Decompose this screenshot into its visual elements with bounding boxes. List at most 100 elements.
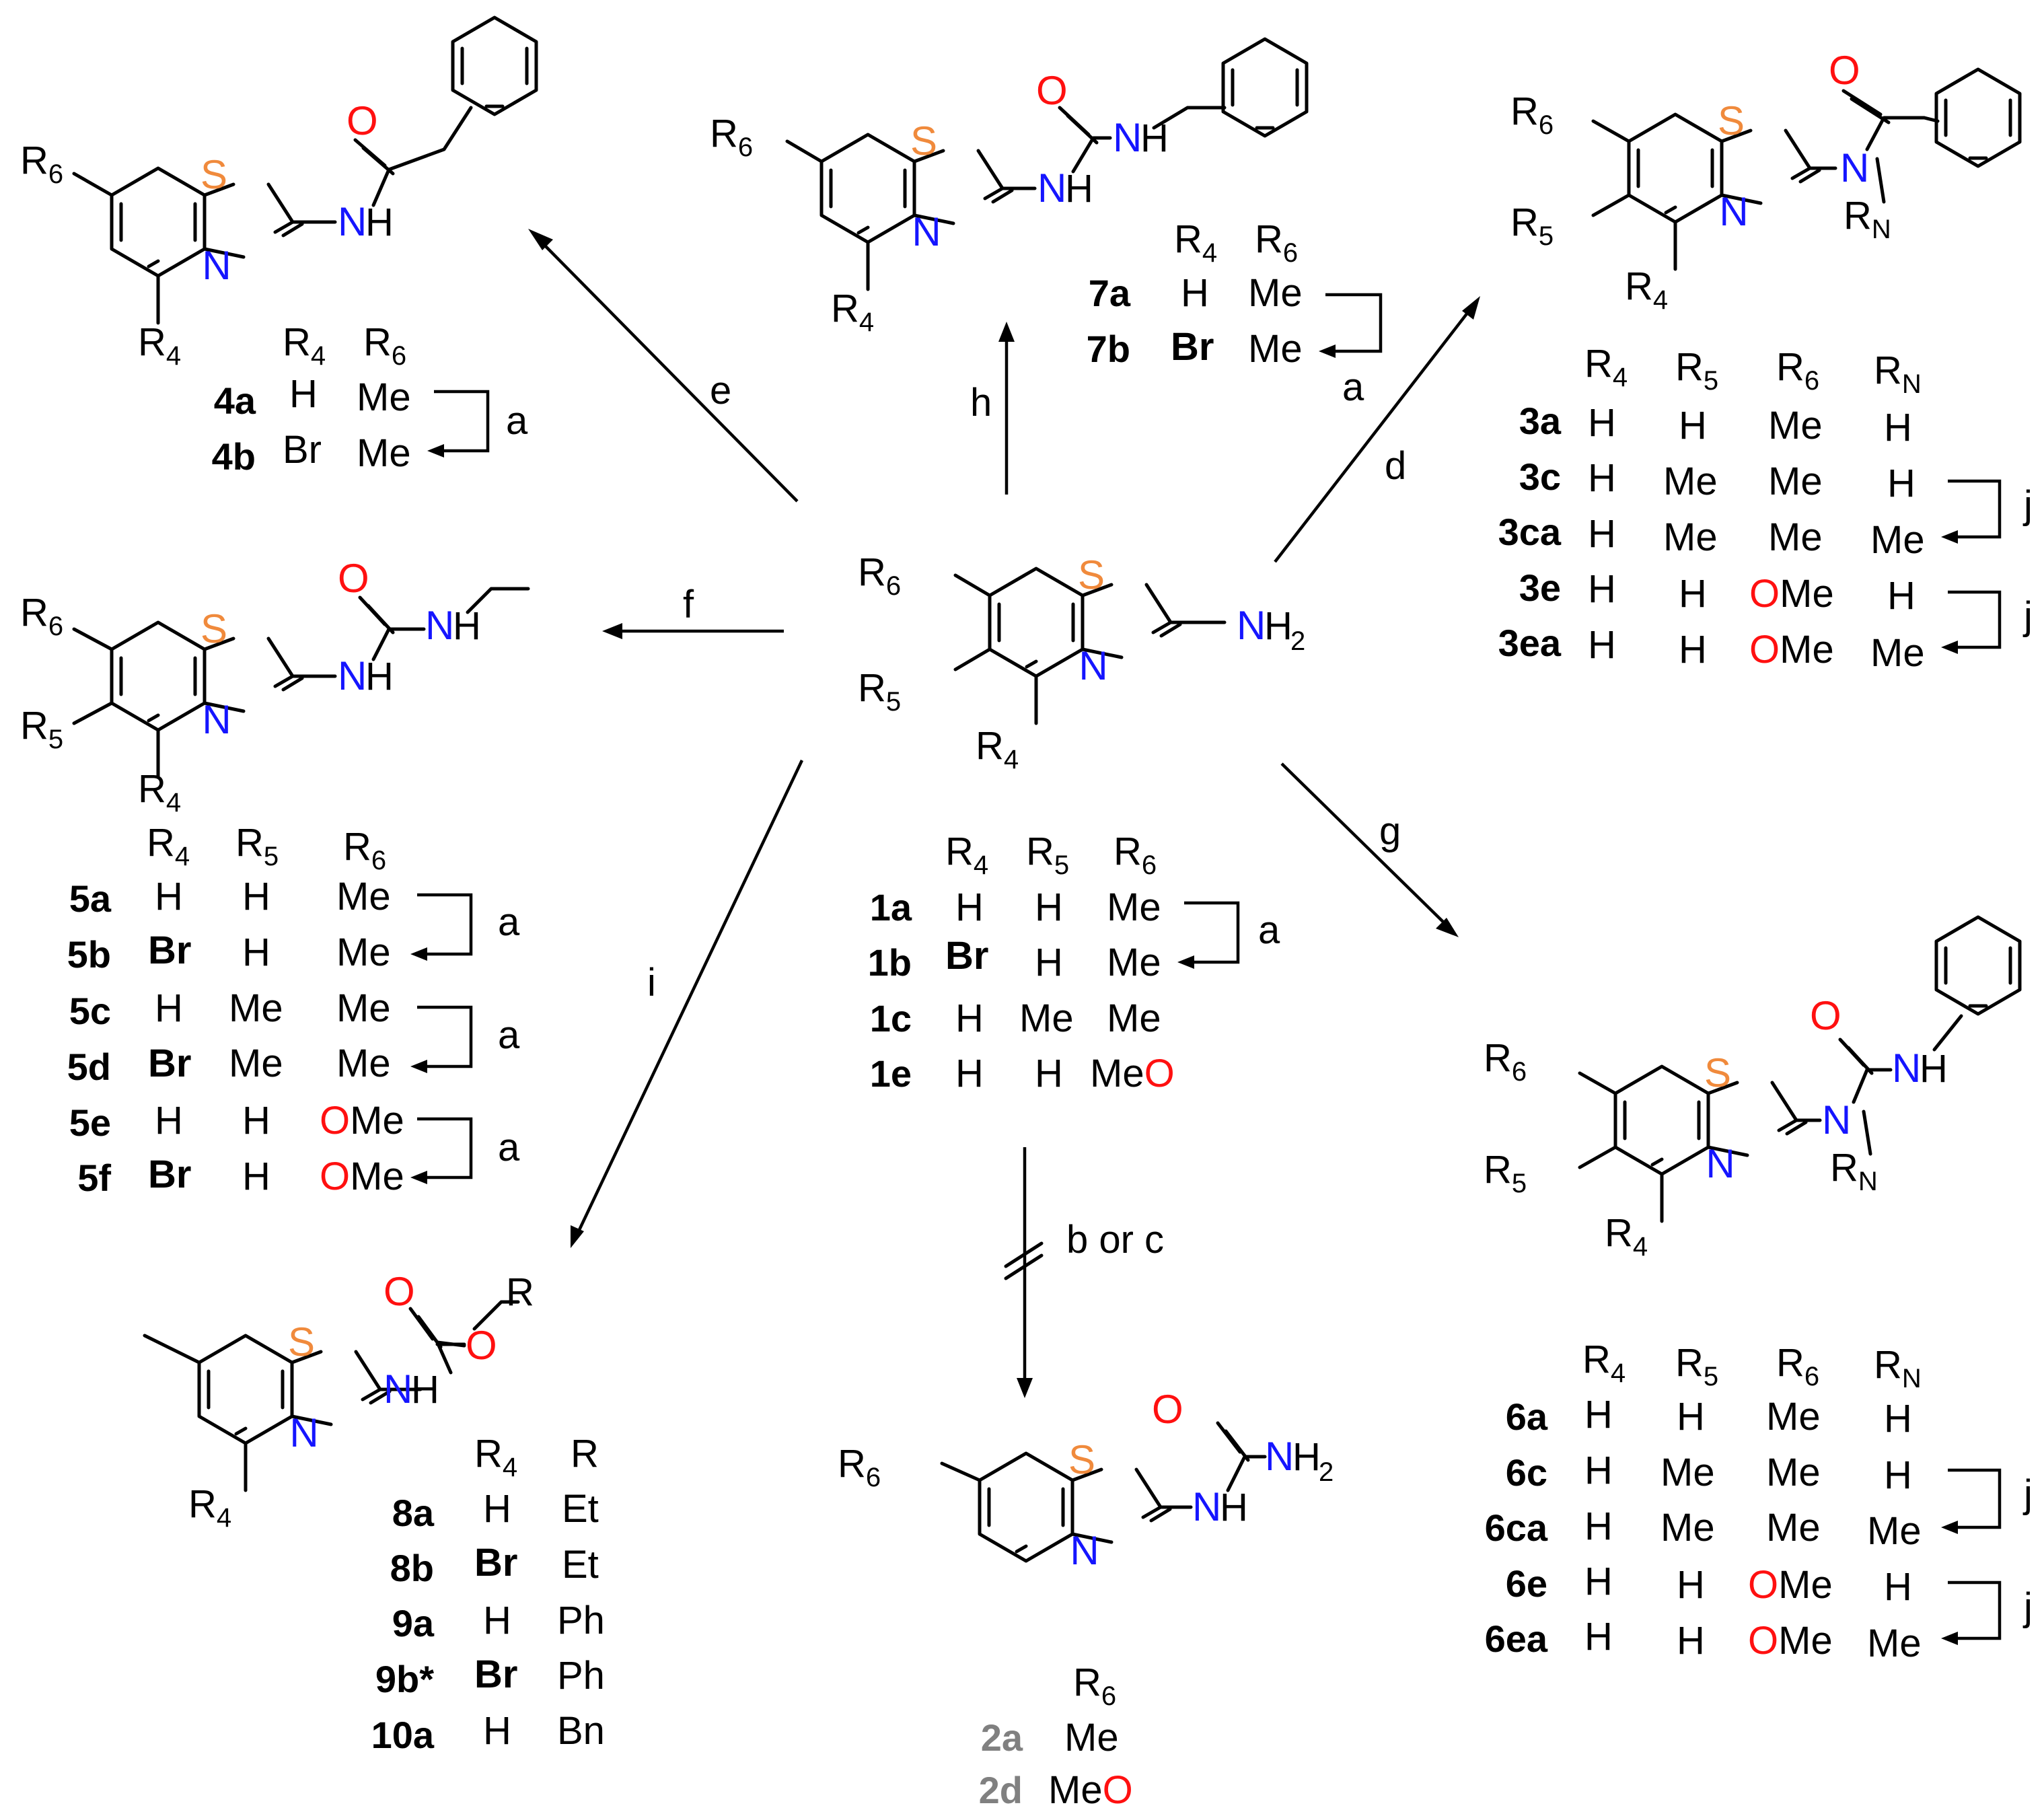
compound-id: 1b — [868, 941, 912, 984]
carbamate-nitrogen: N — [384, 1367, 412, 1412]
compound-id: 9a — [392, 1602, 435, 1644]
cell: Me — [1870, 518, 1925, 562]
table-1: R4 R5 R6 1a H H Me 1b Br H Me 1c H Me Me… — [868, 830, 1280, 1095]
cell: Me — [1867, 1509, 1922, 1553]
table-5: R4 R5 R6 5a H H Me 5b Br H Me 5c H Me Me… — [67, 821, 520, 1199]
compound-id: 6ea — [1485, 1617, 1548, 1660]
cell: H — [955, 1052, 984, 1095]
sulfur-atom: S — [1718, 98, 1745, 143]
cell-bromine: Br — [148, 929, 191, 972]
compound-id: 7b — [1087, 328, 1130, 370]
cell: H — [1677, 1395, 1705, 1439]
cell: Me — [229, 986, 283, 1030]
sulfur-atom: S — [200, 606, 227, 651]
cell: H — [1584, 1615, 1613, 1659]
cell: Me — [1660, 1506, 1715, 1550]
amide-nitrogen: N — [338, 199, 367, 244]
header-r4: R4 — [1584, 342, 1628, 392]
ethylurea-5: S N N H N H O R6 R5 R4 — [20, 556, 530, 817]
cell: H — [1584, 1504, 1613, 1548]
compound-id: 3ca — [1498, 511, 1562, 553]
cell: Me — [1660, 1451, 1715, 1494]
cell: H — [242, 931, 270, 974]
header-r4: R4 — [945, 830, 988, 880]
cell: H — [1887, 574, 1915, 618]
amine-nitrogen: N — [1237, 603, 1266, 648]
r6-label: R6 — [1484, 1036, 1527, 1087]
cell: Me — [1867, 1622, 1922, 1665]
urea-nitrogen-1: N — [1037, 166, 1066, 211]
cell: Br — [283, 428, 322, 472]
cell: H — [1588, 512, 1616, 556]
urea-h: H — [1220, 1486, 1248, 1529]
compound-id: 4a — [214, 379, 256, 422]
urea-h-2: H — [1140, 116, 1169, 160]
reaction-arrows: e h d f g i b or c — [528, 229, 1480, 1398]
cell: H — [1677, 1563, 1705, 1607]
r5-label: R5 — [1510, 201, 1554, 251]
cell: H — [955, 885, 984, 929]
cell: H — [955, 996, 984, 1040]
cell: Me — [357, 431, 411, 475]
header-rn: RN — [1874, 349, 1922, 399]
condition-h: h — [970, 381, 992, 425]
nitrogen-atom: N — [202, 243, 231, 288]
cell: Me — [1064, 1716, 1119, 1759]
cell-methoxy: OMe — [1749, 572, 1834, 616]
table-2: R6 2a Me 2d MeO — [979, 1661, 1133, 1812]
compound-id: 8b — [390, 1547, 434, 1589]
compound-id: 1e — [870, 1052, 912, 1095]
compound-id: 10a — [371, 1714, 435, 1756]
sulfur-atom: S — [1704, 1050, 1731, 1095]
cell: Ph — [557, 1599, 605, 1642]
condition-f: f — [683, 583, 694, 626]
r5-label: R5 — [1484, 1148, 1527, 1198]
compound-id: 5f — [77, 1157, 111, 1199]
cell: H — [1584, 1560, 1613, 1603]
compound-id: 1a — [870, 886, 912, 929]
rn-label: RN — [1830, 1146, 1878, 1196]
urea-nitrogen-2: N — [425, 603, 454, 648]
r4-label: R4 — [1625, 264, 1668, 315]
r4-label: R4 — [831, 287, 874, 337]
cell: Me — [1019, 996, 1074, 1040]
carbonyl-oxygen: O — [1152, 1387, 1183, 1432]
r4-label: R4 — [1605, 1211, 1648, 1262]
cell: Me — [229, 1042, 283, 1085]
header-r6: R6 — [343, 825, 386, 875]
condition-a: a — [1258, 908, 1280, 952]
cell-bromine: Br — [474, 1652, 517, 1696]
cell-methoxy: OMe — [320, 1155, 404, 1198]
condition-a: a — [498, 900, 520, 944]
compound-id: 3a — [1519, 400, 1562, 442]
compound-id: 6c — [1506, 1451, 1547, 1494]
cell-bromine: Br — [1171, 325, 1214, 369]
table-4: R4 R6 4a H Me 4b Br Me a — [212, 320, 528, 478]
nitrogen-atom: N — [912, 209, 941, 254]
header-r5: R5 — [1675, 1341, 1718, 1391]
r6-label: R6 — [838, 1442, 881, 1492]
carbonyl-oxygen: O — [338, 556, 369, 601]
compound-id: 8a — [392, 1492, 435, 1534]
condition-e: e — [710, 369, 731, 412]
r4-label: R4 — [188, 1482, 231, 1533]
cell: H — [242, 1099, 270, 1142]
cell: Et — [562, 1543, 599, 1587]
cell-methoxy: OMe — [1748, 1563, 1833, 1607]
cell: Me — [336, 986, 391, 1030]
cell: H — [1887, 462, 1915, 505]
sulfur-atom: S — [200, 152, 227, 197]
condition-a: a — [1342, 365, 1364, 409]
r6-label: R6 — [20, 591, 63, 641]
cell: H — [1884, 406, 1912, 449]
compound-id: 3ea — [1498, 622, 1562, 664]
header-r4: R4 — [283, 320, 326, 371]
cell-bromine: Br — [148, 1153, 191, 1196]
compound-id: 9b* — [375, 1658, 434, 1700]
nitrogen-atom: N — [1079, 643, 1107, 688]
cell: H — [1181, 271, 1209, 315]
compound-id: 3e — [1519, 567, 1561, 609]
sulfur-atom: S — [910, 118, 937, 163]
carbonyl-oxygen: O — [384, 1269, 415, 1314]
carbamate-h: H — [411, 1368, 439, 1412]
